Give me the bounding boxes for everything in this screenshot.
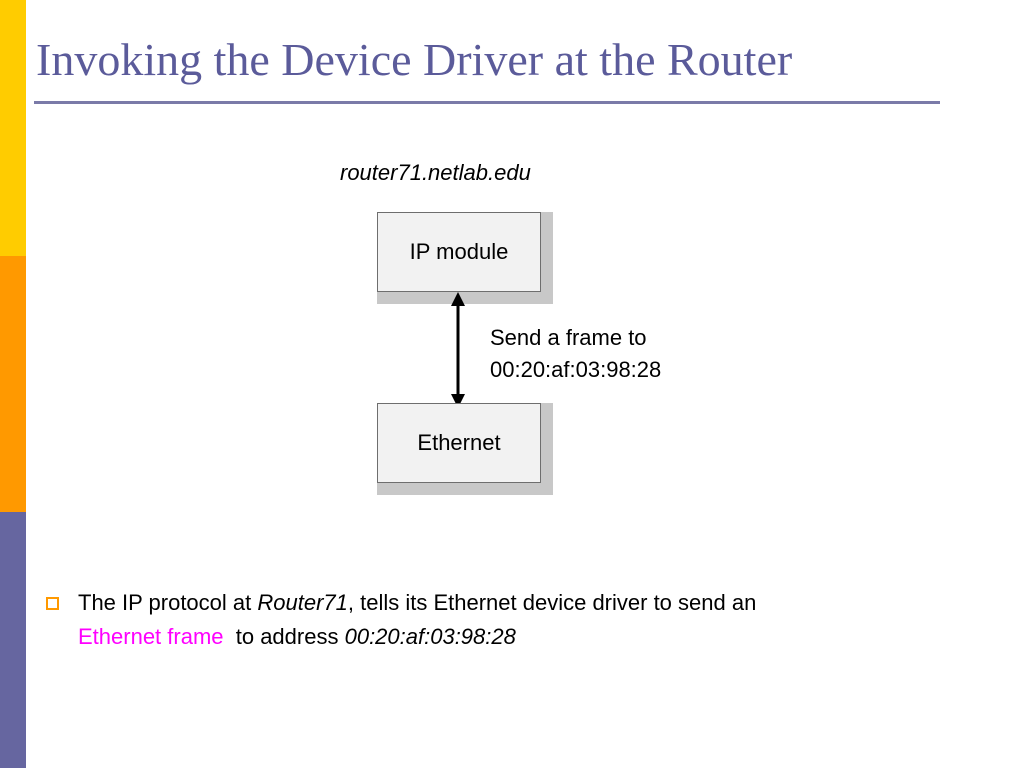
side-bar-yellow bbox=[0, 0, 26, 256]
double-arrow-icon bbox=[451, 292, 465, 408]
arrow-label: Send a frame to 00:20:af:03:98:28 bbox=[490, 322, 661, 386]
ethernet-box-side bbox=[541, 403, 553, 495]
arrow-head-down bbox=[451, 394, 465, 408]
side-bar-purple bbox=[0, 512, 26, 768]
host-label: router71.netlab.edu bbox=[340, 160, 531, 185]
router-name: Router71 bbox=[257, 590, 348, 615]
bullet-text-part-5: to address bbox=[223, 624, 345, 649]
bullet-text-part-3: , tells its Ethernet device driver to se… bbox=[347, 590, 757, 615]
slide-title: Invoking the Device Driver at the Router bbox=[36, 34, 793, 85]
bullet-text: The IP protocol at Router71, tells its E… bbox=[78, 586, 998, 654]
ethernet-label: Ethernet bbox=[417, 430, 501, 455]
ethernet-frame-highlight: Ethernet frame bbox=[78, 624, 224, 649]
arrow-label-line-1: Send a frame to bbox=[490, 325, 647, 350]
square-bullet-icon bbox=[46, 597, 59, 610]
ip-module-box-face bbox=[377, 212, 541, 292]
ethernet-box-bottom bbox=[377, 483, 553, 495]
ip-module-box-side bbox=[541, 212, 553, 304]
ethernet-box-face bbox=[377, 403, 541, 483]
ethernet-box: Ethernet bbox=[377, 403, 553, 495]
title-underline bbox=[34, 101, 940, 104]
ip-module-box-bottom bbox=[377, 292, 553, 304]
side-bar-orange bbox=[0, 256, 26, 512]
bullet-text-part-1: The IP protocol at bbox=[78, 590, 258, 615]
ip-module-label: IP module bbox=[409, 239, 509, 264]
arrow-head-up bbox=[451, 292, 465, 306]
mac-address: 00:20:af:03:98:28 bbox=[344, 624, 516, 649]
arrow-label-line-2: 00:20:af:03:98:28 bbox=[490, 357, 662, 382]
ip-module-box: IP module bbox=[377, 212, 553, 304]
